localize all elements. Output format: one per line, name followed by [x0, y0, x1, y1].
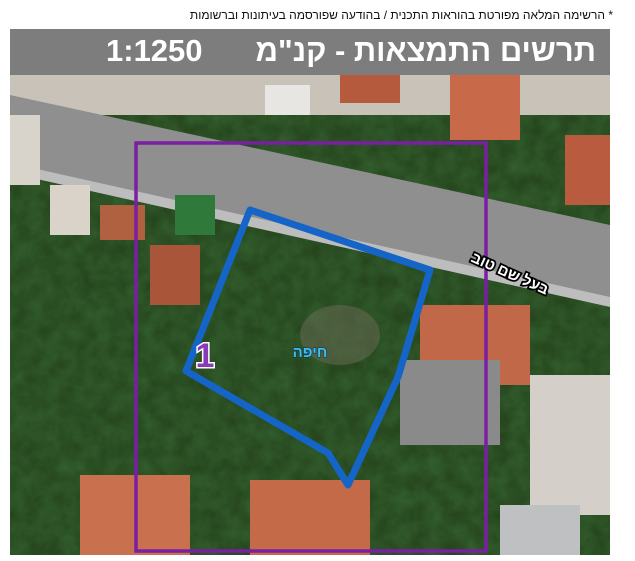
map-frame: תרשים התמצאות - קנ"מ 1:1250: [10, 29, 610, 555]
building-roof: [500, 505, 580, 555]
building-roof: [450, 75, 520, 140]
building-roof: [530, 375, 610, 515]
map-header: תרשים התמצאות - קנ"מ 1:1250: [10, 29, 610, 75]
building-roof: [250, 480, 370, 555]
building-roof: [10, 115, 40, 185]
building-roof: [340, 75, 400, 103]
street-road: [10, 95, 610, 300]
clearing: [300, 305, 380, 365]
building-roof: [565, 135, 610, 205]
building-roof: [50, 185, 90, 235]
street-sidewalk: [10, 163, 610, 307]
plot-outline[interactable]: [182, 206, 434, 489]
plot-number: 1: [196, 337, 215, 375]
footnote-text: * הרשימה המלאה מפורטת בהוראות התכנית / ב…: [189, 8, 613, 22]
building-roof: [265, 85, 310, 115]
building-roof: [400, 360, 500, 445]
planning-boundary: [134, 141, 488, 553]
building-roof: [150, 245, 200, 305]
map-scale: 1:1250: [106, 33, 203, 68]
building-roof: [100, 205, 145, 240]
building-roof: [175, 195, 215, 235]
map-title: תרשים התמצאות - קנ"מ: [255, 33, 596, 68]
aerial-map[interactable]: בעל שם טוב חיפה 1: [10, 75, 610, 555]
area-label: חיפה: [293, 344, 328, 361]
